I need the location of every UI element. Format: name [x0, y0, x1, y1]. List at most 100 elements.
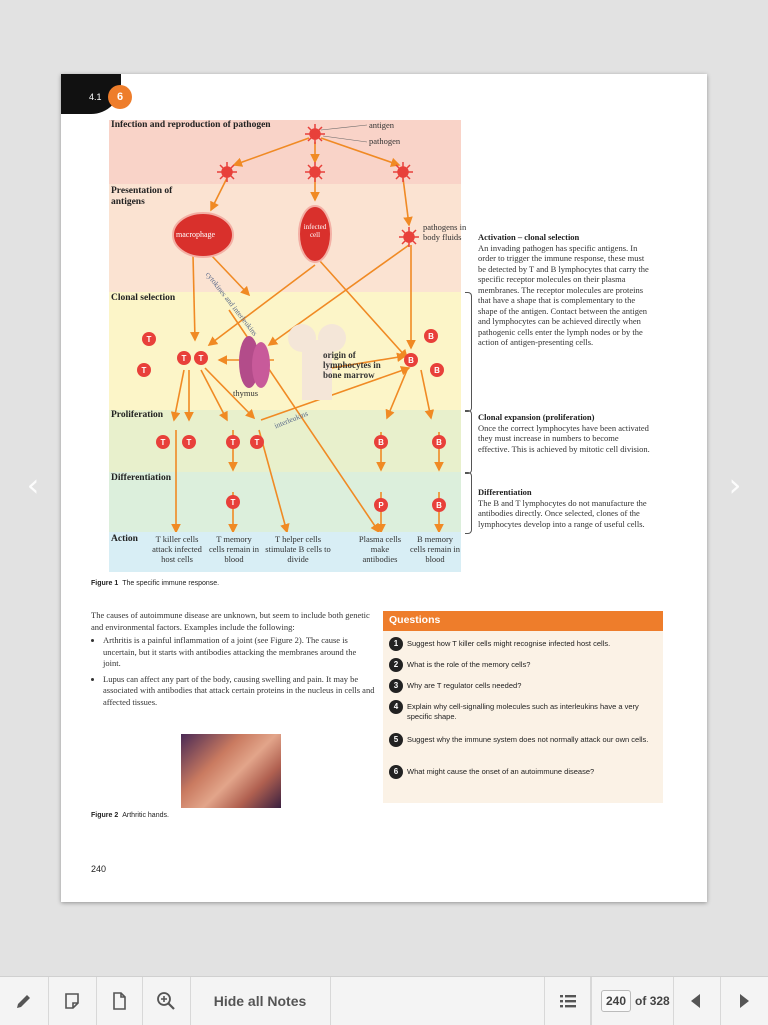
sidebar-heading: Clonal expansion (proliferation): [478, 412, 595, 422]
section-number: 4.1: [89, 92, 102, 102]
question-text: Suggest why the immune system does not n…: [407, 735, 649, 744]
svg-text:B: B: [378, 438, 384, 447]
next-page-button[interactable]: [720, 977, 768, 1025]
svg-text:B: B: [436, 438, 442, 447]
label-pathogens-body-fluids: pathogens in body fluids: [423, 222, 467, 242]
bottom-toolbar: Hide all Notes 240 of 328: [0, 976, 768, 1025]
action-t-helper: T helper cells stimulate B cells to divi…: [265, 534, 331, 564]
questions-box: Questions 1 Suggest how T killer cells mi…: [383, 611, 663, 803]
next-page-arrow-icon[interactable]: ›: [728, 466, 742, 504]
figure-2-label: Figure 2: [91, 812, 119, 819]
current-page-input[interactable]: 240: [601, 990, 632, 1012]
body-bullet: Lupus can affect any part of the body, c…: [103, 674, 376, 709]
band-label-proliferation: Proliferation: [111, 410, 164, 420]
sidebar-differentiation: Differentiation The B and T lymphocytes …: [478, 487, 650, 529]
question-number: 2: [389, 658, 403, 672]
hide-all-notes-button[interactable]: Hide all Notes: [190, 977, 331, 1025]
pencil-button[interactable]: [0, 977, 49, 1025]
sticky-note-icon: [65, 993, 79, 1009]
svg-text:B: B: [428, 332, 434, 341]
question-item: 5 Suggest why the immune system does not …: [389, 733, 655, 747]
question-text: Why are T regulator cells needed?: [407, 681, 522, 690]
body-text: The causes of autoimmune disease are unk…: [91, 610, 376, 712]
label-antigen: antigen: [369, 120, 395, 130]
total-pages: of 328: [635, 994, 670, 1008]
immune-response-diagram: T T T T B B B T T T T B B T P B: [137, 124, 446, 532]
book-page: 4.1 6 Infection and reproduction of path…: [61, 74, 707, 902]
body-bullet: Arthritis is a painful inflammation of a…: [103, 635, 376, 670]
questions-title: Questions: [383, 611, 663, 631]
question-number: 5: [389, 733, 403, 747]
figure-2-text: Arthritic hands.: [122, 812, 169, 819]
triangle-left-icon: [691, 994, 700, 1008]
brace-activation: [465, 292, 472, 412]
sidebar-text: Once the correct lymphocytes have been a…: [478, 422, 650, 454]
triangle-right-icon: [740, 994, 749, 1008]
band-label-presentation: Presentation of antigens: [111, 186, 173, 207]
question-text: What might cause the onset of an autoimm…: [407, 767, 595, 776]
band-action: [109, 532, 461, 572]
body-list: Arthritis is a painful inflammation of a…: [91, 635, 376, 708]
band-label-differentiation: Differentiation: [111, 473, 171, 483]
label-pathogen: pathogen: [369, 136, 401, 146]
svg-text:T: T: [147, 335, 152, 344]
sidebar-clonal-expansion: Clonal expansion (proliferation) Once th…: [478, 412, 650, 454]
svg-text:T: T: [231, 498, 236, 507]
svg-text:T: T: [182, 354, 187, 363]
page-icon: [113, 992, 126, 1010]
svg-text:B: B: [408, 356, 414, 365]
action-t-killer: T killer cells attack infected host cell…: [152, 534, 202, 564]
svg-text:B: B: [436, 501, 442, 510]
brace-proliferation: [465, 410, 472, 474]
band-label-infection: Infection and reproduction of pathogen: [111, 120, 271, 130]
action-b-memory: B memory cells remain in blood: [409, 534, 461, 564]
sidebar-text: The B and T lymphocytes do not manufactu…: [478, 497, 647, 529]
zoom-in-button[interactable]: [142, 977, 191, 1025]
action-t-memory: T memory cells remain in blood: [208, 534, 260, 564]
label-bone-marrow-origin: origin of lymphocytes in bone marrow: [323, 350, 381, 380]
band-label-action: Action: [111, 534, 138, 544]
question-item: 2 What is the role of the memory cells?: [389, 658, 655, 672]
sidebar-text: An invading pathogen has specific antige…: [478, 242, 649, 348]
page-indicator: 240 of 328: [590, 977, 674, 1025]
question-text: Explain why cell-signalling molecules su…: [407, 702, 639, 721]
previous-page-arrow-icon[interactable]: ‹: [26, 466, 40, 504]
table-of-contents-button[interactable]: [544, 977, 592, 1025]
band-presentation: [109, 184, 461, 292]
question-number: 1: [389, 637, 403, 651]
arthritic-hands-photo: [181, 734, 281, 808]
label-infected-cell: infected cell: [303, 223, 327, 239]
band-label-clonal: Clonal selection: [111, 293, 176, 303]
sticky-note-button[interactable]: [48, 977, 97, 1025]
sidebar-activation: Activation – clonal selection An invadin…: [478, 232, 650, 348]
question-number: 6: [389, 765, 403, 779]
page-number: 240: [91, 864, 107, 874]
previous-page-button[interactable]: [672, 977, 721, 1025]
question-text: Suggest how T killer cells might recogni…: [407, 639, 611, 648]
body-intro: The causes of autoimmune disease are unk…: [91, 610, 370, 632]
pencil-icon: [17, 995, 30, 1008]
question-item: 1 Suggest how T killer cells might recogn…: [389, 637, 655, 651]
svg-text:T: T: [231, 438, 236, 447]
svg-text:T: T: [161, 438, 166, 447]
zoom-in-icon: [157, 992, 175, 1010]
chapter-badge: 6: [108, 85, 132, 109]
figure-1-label: Figure 1: [91, 580, 119, 587]
svg-text:T: T: [199, 354, 204, 363]
sidebar-heading: Activation – clonal selection: [478, 232, 580, 242]
list-icon: [560, 995, 576, 1008]
figure-1-text: The specific immune response.: [122, 580, 220, 587]
page-button[interactable]: [96, 977, 143, 1025]
question-item: 6 What might cause the onset of an autoim…: [389, 765, 655, 779]
svg-text:T: T: [187, 438, 192, 447]
svg-text:T: T: [142, 366, 147, 375]
svg-text:B: B: [434, 366, 440, 375]
svg-text:T: T: [255, 438, 260, 447]
label-macrophage: macrophage: [176, 230, 216, 239]
question-text: What is the role of the memory cells?: [407, 660, 531, 669]
action-plasma: Plasma cells make antibodies: [358, 534, 402, 564]
